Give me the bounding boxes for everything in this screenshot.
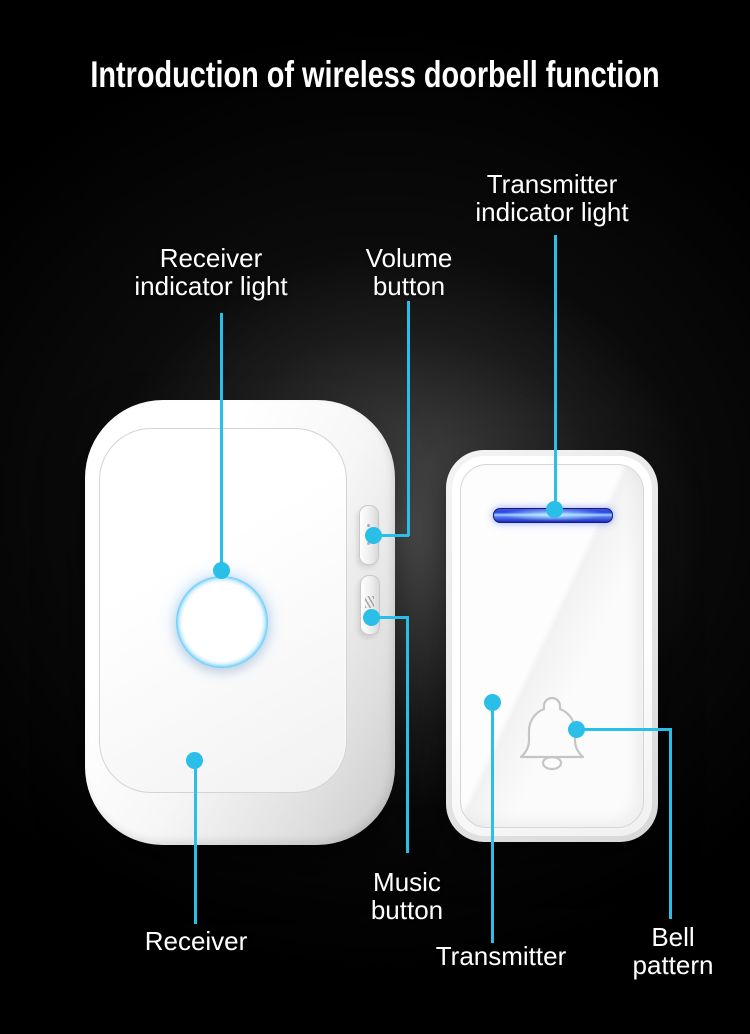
callout-line-music-horizontal <box>373 616 409 619</box>
volume-button-dots-icon <box>367 524 370 527</box>
label-receiver: Receiver <box>145 927 248 955</box>
callout-dot-bell <box>568 721 585 738</box>
receiver-device <box>85 400 395 845</box>
callout-line-receiver <box>194 760 197 924</box>
callout-line-music-vertical <box>406 616 409 853</box>
music-button <box>360 575 380 635</box>
callout-dot-transmitter-indicator <box>546 501 563 518</box>
callout-line-volume-horizontal <box>375 534 409 537</box>
callout-dot-volume <box>365 527 382 544</box>
page-title: Introduction of wireless doorbell functi… <box>90 54 660 95</box>
label-line: indicator light <box>475 197 629 227</box>
label-line: Bell <box>651 922 695 952</box>
label-line: Transmitter <box>486 169 618 199</box>
label-line: Volume <box>365 243 453 273</box>
callout-line-bell-horizontal <box>576 728 672 731</box>
bell-pattern-icon <box>519 696 585 771</box>
label-line: Receiver <box>159 243 263 273</box>
callout-line-bell-vertical <box>669 728 672 919</box>
transmitter-device <box>446 450 658 842</box>
callout-dot-receiver-indicator <box>213 562 230 579</box>
callout-line-transmitter-indicator <box>554 235 557 510</box>
label-line: pattern <box>632 950 714 980</box>
callout-dot-transmitter <box>484 694 501 711</box>
label-line: button <box>372 271 446 301</box>
callout-line-transmitter <box>491 702 494 943</box>
music-button-mark-icon <box>365 596 374 608</box>
label-line: Receiver <box>144 926 248 956</box>
receiver-indicator-light-ring <box>176 576 268 668</box>
label-receiver-indicator-light: Receiver indicator light <box>134 244 287 300</box>
callout-line-volume-vertical <box>407 301 410 536</box>
label-line: Transmitter <box>435 941 567 971</box>
callout-line-receiver-indicator <box>220 313 223 572</box>
label-volume-button: Volume button <box>366 244 453 300</box>
label-line: indicator light <box>134 271 288 301</box>
callout-dot-music <box>363 609 380 626</box>
label-line: button <box>370 895 444 925</box>
label-bell-pattern: Bell pattern <box>633 923 714 979</box>
label-music-button: Music button <box>371 868 443 924</box>
label-transmitter: Transmitter <box>436 942 567 970</box>
callout-dot-receiver <box>186 752 203 769</box>
label-transmitter-indicator-light: Transmitter indicator light <box>475 170 628 226</box>
label-line: Music <box>373 867 441 897</box>
